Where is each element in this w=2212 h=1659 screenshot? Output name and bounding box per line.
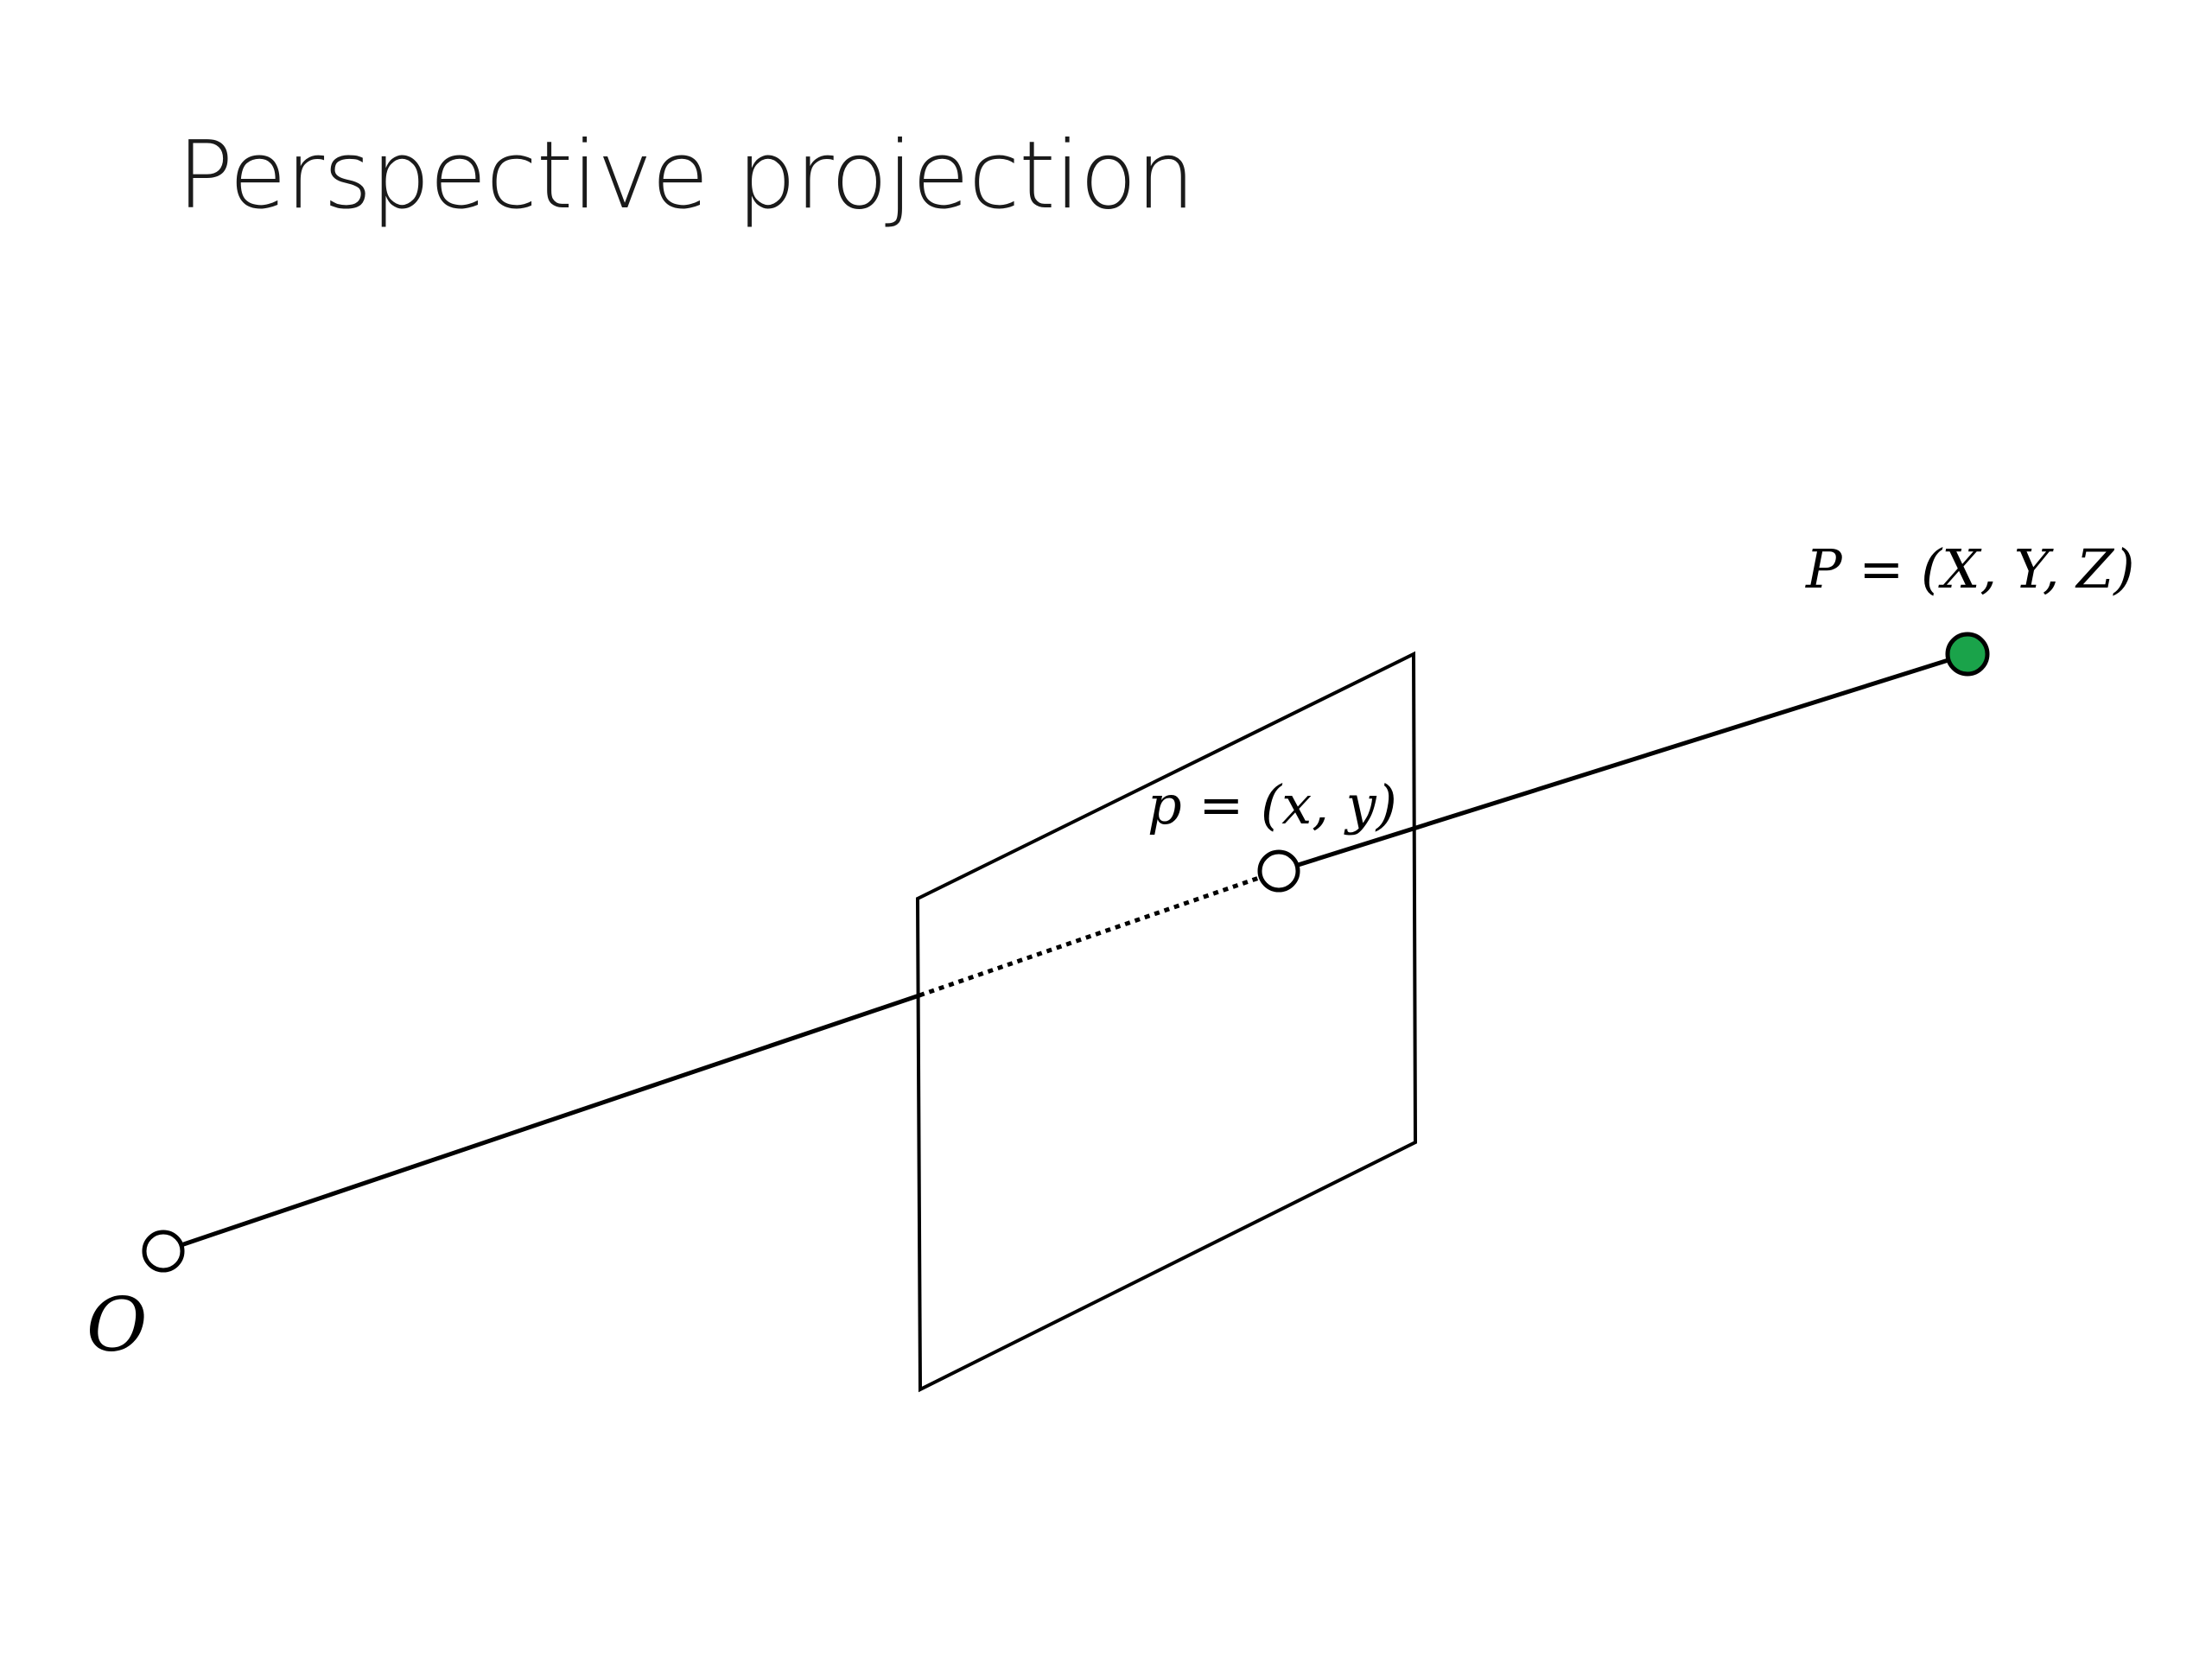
image-point [1257,849,1300,893]
ray-image-to-world [1276,652,1970,874]
world-point-label: P = (X, Y, Z) [1805,537,2134,601]
image-plane [915,651,1418,1393]
world-point [1945,632,1990,677]
ray-origin-to-plane [161,993,922,1254]
ray-hidden-segment [918,868,1280,998]
origin-point [142,1230,185,1273]
image-point-label: p = (x, y) [1147,773,1397,836]
slide-title: Perspective projection [177,122,1195,230]
origin-label: O [86,1282,148,1369]
